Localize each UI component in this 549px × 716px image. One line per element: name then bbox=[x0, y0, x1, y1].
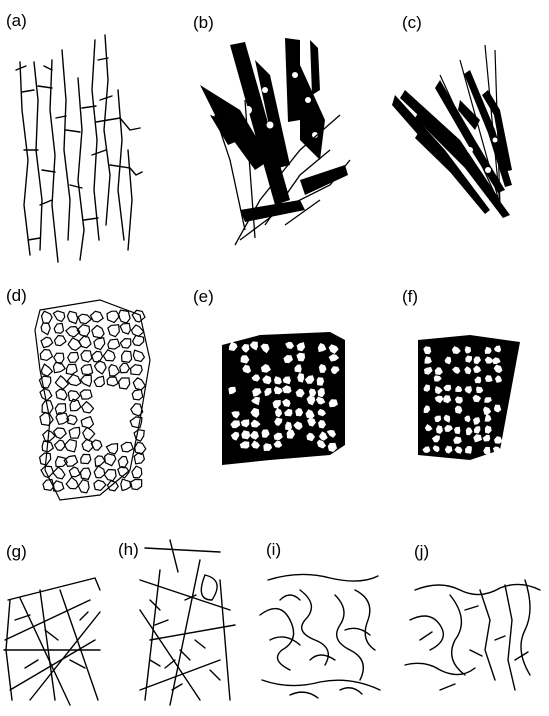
panel-i-drawing bbox=[260, 574, 380, 698]
panel-j-drawing bbox=[405, 580, 540, 690]
panel-e-drawing bbox=[222, 332, 345, 465]
panel-f-drawing bbox=[418, 335, 520, 460]
panel-c-drawing bbox=[392, 45, 512, 218]
panel-b-drawing bbox=[200, 38, 350, 245]
panel-a-drawing bbox=[16, 35, 142, 262]
panel-d-drawing bbox=[35, 300, 150, 500]
panel-g-drawing bbox=[4, 578, 100, 705]
panel-h-drawing bbox=[140, 540, 235, 705]
